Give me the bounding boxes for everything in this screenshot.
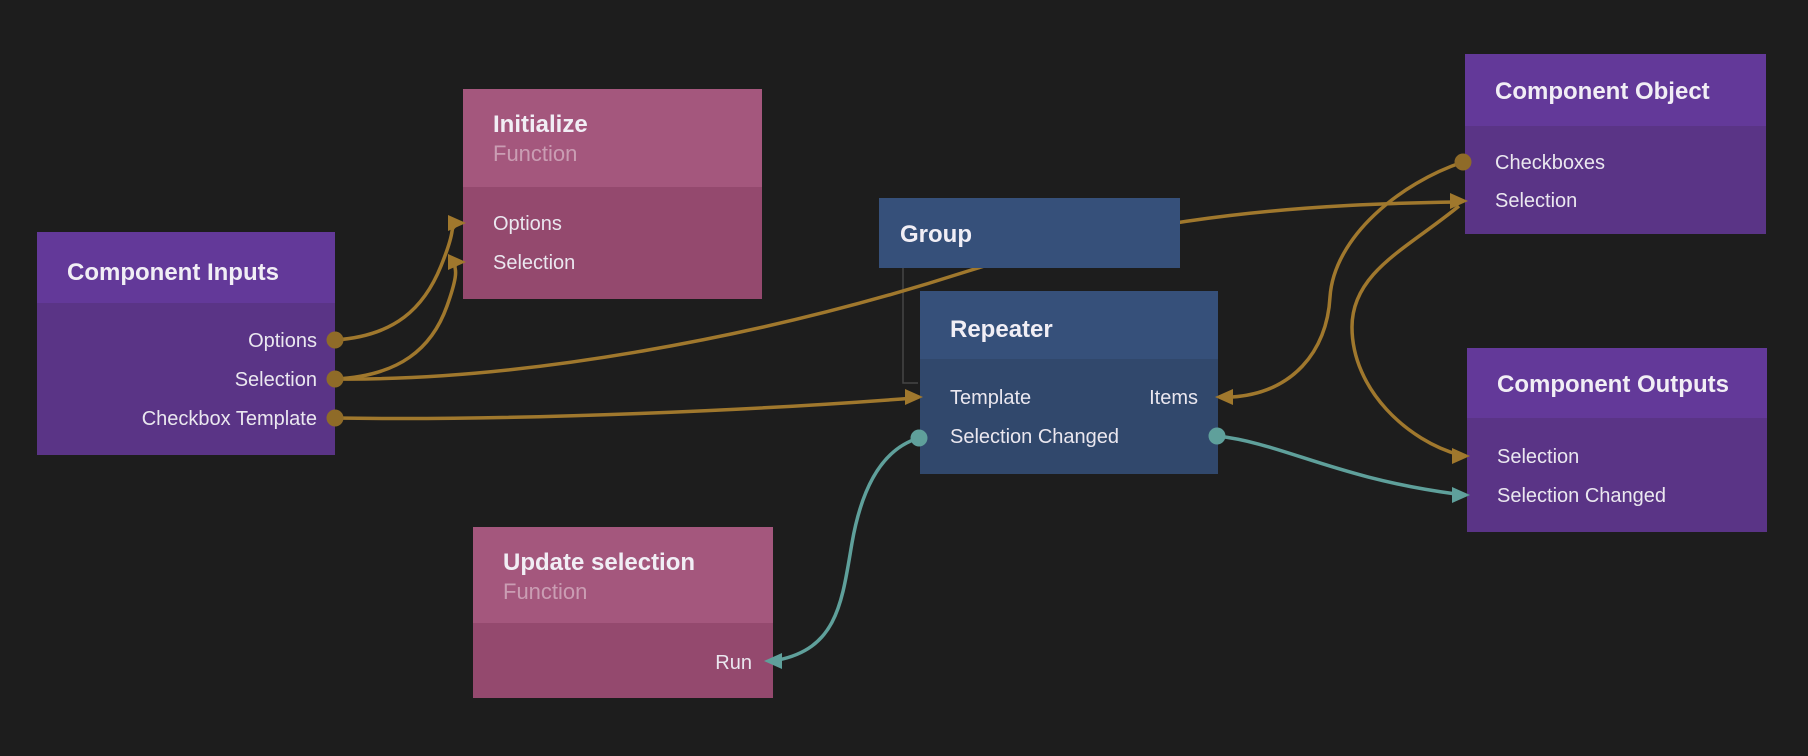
node-component-outputs-body[interactable] (1467, 418, 1767, 532)
port-selection-in-arrow[interactable] (448, 254, 466, 270)
node-component-object-body[interactable] (1465, 126, 1766, 234)
port-options-in-arrow[interactable] (448, 215, 466, 231)
port-items-in-arrow[interactable] (1215, 389, 1233, 405)
port-label-template: Template (950, 387, 1031, 409)
port-run-in-arrow[interactable] (764, 653, 782, 669)
node-group[interactable]: Group (879, 198, 1180, 268)
port-label-options: Options (493, 213, 562, 235)
wire-selection-changed-to-outputs[interactable] (1216, 434, 1457, 496)
wire-object-selection-to-outputs-selection[interactable] (1350, 204, 1461, 457)
port-label-selection: Selection (1497, 446, 1579, 468)
node-component-inputs-body[interactable] (37, 303, 335, 455)
port-checkbox-template-out[interactable] (326, 409, 344, 427)
port-selection-in-arrow[interactable] (1450, 193, 1468, 209)
node-title: Component Outputs (1497, 371, 1729, 398)
wire-selection-to-component-object[interactable] (334, 200, 1457, 381)
wire-selection-changed-to-run[interactable] (777, 436, 920, 662)
port-label-selection-changed: Selection Changed (1497, 485, 1666, 507)
node-subtitle: Function (503, 579, 587, 604)
port-label-selection: Selection (235, 369, 317, 391)
node-initialize[interactable]: Initialize Function Options Selection (448, 89, 762, 299)
node-update-selection-body[interactable] (473, 623, 773, 698)
node-component-inputs-header[interactable] (37, 232, 335, 303)
node-title: Update selection (503, 549, 695, 576)
port-selection-in-arrow[interactable] (1452, 448, 1470, 464)
node-component-outputs[interactable]: Component Outputs Selection Selection Ch… (1452, 348, 1767, 532)
port-selection-out[interactable] (326, 370, 344, 388)
node-update-selection[interactable]: Update selection Function Run (473, 527, 782, 698)
node-title: Repeater (950, 316, 1053, 343)
node-repeater-body[interactable] (920, 359, 1218, 474)
port-label-selection-changed: Selection Changed (950, 426, 1119, 448)
node-title: Component Object (1495, 78, 1710, 105)
wire-checkbox-template-to-repeater[interactable] (334, 396, 915, 421)
node-update-selection-header[interactable] (473, 527, 773, 623)
node-group-header[interactable] (879, 198, 1180, 268)
wire-checkboxes-to-items[interactable] (1231, 160, 1464, 399)
node-initialize-header[interactable] (463, 89, 762, 187)
port-selection-changed-out-right[interactable] (1208, 427, 1226, 445)
node-initialize-body[interactable] (463, 187, 762, 299)
port-label-selection: Selection (493, 252, 575, 274)
port-template-in-arrow[interactable] (905, 389, 923, 405)
parent-link-group-repeater (902, 268, 918, 384)
node-component-inputs[interactable]: Component Inputs Options Selection Check… (37, 232, 344, 455)
port-label-options: Options (248, 330, 317, 352)
node-title: Component Inputs (67, 259, 279, 286)
wires (334, 160, 1464, 662)
node-component-object-header[interactable] (1465, 54, 1766, 126)
node-repeater[interactable]: Repeater Template Items Selection Change… (905, 291, 1233, 474)
port-label-checkbox-template: Checkbox Template (142, 408, 317, 430)
port-selection-changed-in-arrow[interactable] (1452, 487, 1470, 503)
wire-options-to-initialize[interactable] (334, 223, 458, 342)
node-title: Initialize (493, 111, 588, 138)
node-component-object[interactable]: Component Object Checkboxes Selection (1450, 54, 1766, 234)
node-subtitle: Function (493, 141, 577, 166)
port-label-items: Items (1149, 387, 1198, 409)
port-selection-changed-out-left[interactable] (910, 429, 928, 447)
node-component-outputs-header[interactable] (1467, 348, 1767, 418)
port-label-selection: Selection (1495, 190, 1577, 212)
node-repeater-header[interactable] (920, 291, 1218, 359)
port-checkboxes-out[interactable] (1454, 153, 1472, 171)
port-options-out[interactable] (326, 331, 344, 349)
wire-selection-to-initialize[interactable] (334, 263, 458, 381)
port-label-checkboxes: Checkboxes (1495, 152, 1605, 174)
node-title: Group (900, 221, 972, 248)
port-label-run: Run (715, 652, 752, 674)
